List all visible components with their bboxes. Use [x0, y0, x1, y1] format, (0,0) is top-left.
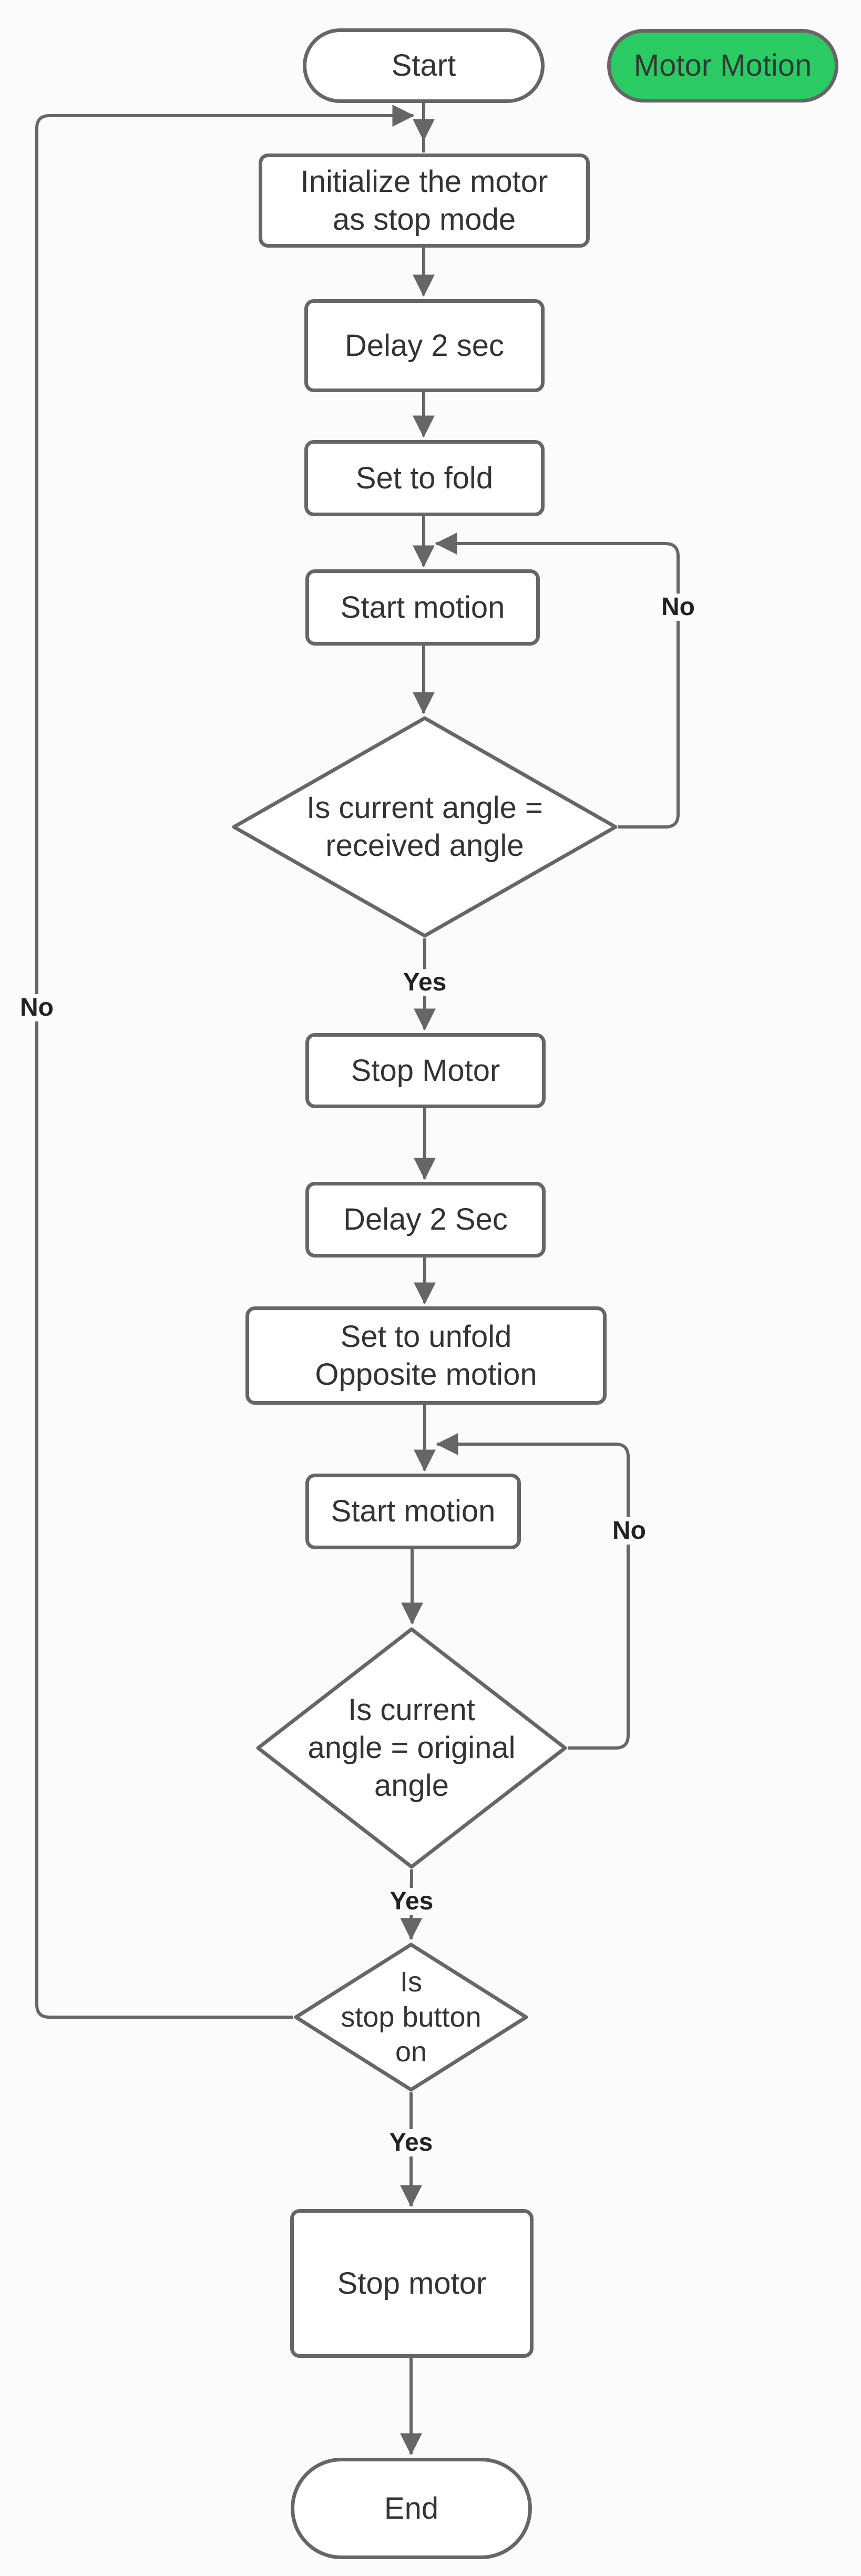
node-label: Delay 2 Sec [343, 1202, 508, 1237]
diamond-shape [294, 1943, 528, 2092]
node-start-motion-2: Start motion [305, 1474, 521, 1549]
node-label: End [384, 2491, 439, 2526]
diagram-title-badge: Motor Motion [607, 29, 838, 103]
node-label: Start [391, 48, 456, 83]
node-decision-received-angle: Is current angle = received angle [231, 715, 618, 938]
edge-label-no-2: No [606, 1517, 652, 1545]
node-stop-motor-2: Stop motor [290, 2209, 534, 2358]
node-delay-2-sec-2: Delay 2 Sec [305, 1182, 546, 1258]
node-label-line: Initialize the motor [300, 164, 548, 199]
node-label: Start motion [340, 590, 505, 625]
edge-label-no-3: No [14, 994, 60, 1021]
node-initialize-motor: Initialize the motor as stop mode [259, 154, 590, 248]
diamond-shape [232, 716, 618, 938]
node-label-line: Is [399, 1966, 422, 1998]
node-label: Stop Motor [351, 1053, 500, 1088]
node-label-line: stop button [341, 2001, 481, 2033]
node-end-terminator: End [291, 2458, 532, 2559]
node-delay-2-sec: Delay 2 sec [304, 299, 545, 392]
node-label-line: Is current [348, 1693, 475, 1727]
node-label: Set to fold [355, 461, 494, 495]
node-label-line: received angle [325, 829, 524, 863]
node-label: Delay 2 sec [344, 328, 505, 363]
edge-label-no-1: No [655, 594, 701, 621]
node-label-line: angle [374, 1768, 449, 1803]
edge-label-yes-2: Yes [383, 1888, 440, 1915]
edge-label-yes-1: Yes [396, 969, 453, 996]
node-label-line: Is current angle = [306, 791, 543, 825]
badge-label: Motor Motion [633, 48, 812, 83]
node-label-line: on [395, 2036, 427, 2068]
node-label-line: angle = original [308, 1731, 516, 1765]
edge-label-yes-3: Yes [383, 2129, 439, 2156]
node-label-line: Set to unfold [340, 1319, 512, 1354]
node-decision-stop-button: Is stop button on [293, 1942, 529, 2092]
edge-decision1-no-loop [435, 533, 680, 829]
diamond-shape [256, 1627, 567, 1869]
edge-decision2-no-loop [436, 1433, 630, 1750]
edge-decision3-no-long-loop [35, 105, 415, 2019]
node-start-terminator: Start [303, 28, 545, 103]
node-label-line: Opposite motion [315, 1357, 537, 1392]
node-stop-motor-1: Stop Motor [305, 1033, 546, 1108]
node-start-motion-1: Start motion [305, 569, 540, 646]
node-decision-original-angle: Is current angle = original angle [255, 1627, 568, 1869]
node-label-line: as stop mode [332, 202, 516, 237]
node-set-to-unfold: Set to unfold Opposite motion [245, 1306, 607, 1405]
node-label: Start motion [331, 1494, 496, 1529]
node-set-to-fold: Set to fold [304, 440, 545, 516]
node-label: Stop motor [337, 2266, 487, 2301]
